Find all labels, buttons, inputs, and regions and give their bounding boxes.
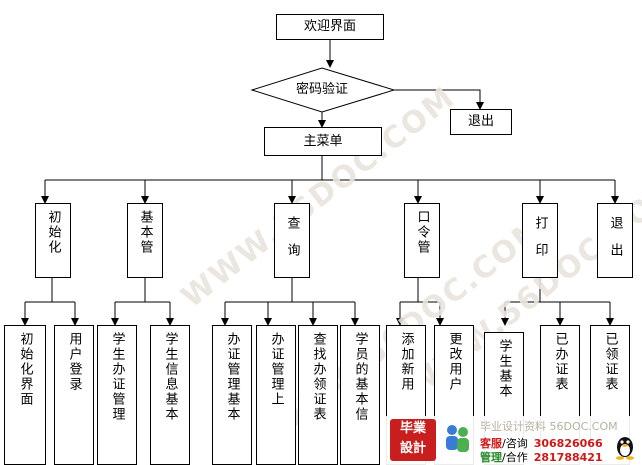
menu-print: 打印 bbox=[522, 203, 558, 278]
footer-site: 毕业设计资料 56DOC.COM bbox=[480, 420, 618, 433]
sub-student-cert-mgmt: 学生办证管理 bbox=[97, 325, 137, 465]
menu-query: 查询 bbox=[274, 203, 310, 278]
qq-penguin-icon bbox=[616, 437, 634, 460]
menu-quit: 退出 bbox=[597, 203, 633, 278]
sub-cert-mgmt-basic: 办证管理基本 bbox=[212, 325, 252, 465]
welcome-box: 欢迎界面 bbox=[276, 14, 384, 40]
sub-init-ui: 初始化界面 bbox=[4, 325, 46, 465]
arrow-check-to-exit bbox=[394, 89, 484, 110]
menu-basic: 基本管 bbox=[127, 203, 163, 278]
sub-user-login: 用户登录 bbox=[54, 325, 94, 465]
sub-student-basic-info: 学员的基本信 bbox=[340, 325, 380, 465]
menu-init: 初始化 bbox=[35, 203, 71, 278]
people-icon bbox=[446, 425, 469, 452]
sub-find-cert-table: 查找办领证表 bbox=[298, 325, 338, 465]
site-logo: 毕業 設計 bbox=[390, 419, 436, 461]
password-check-label: 密码验证 bbox=[295, 82, 348, 97]
main-menu-box: 主菜单 bbox=[264, 127, 382, 156]
sub-student-info: 学生信息基本 bbox=[150, 325, 190, 465]
sub-cert-mgmt-upper: 办证管理上 bbox=[256, 325, 296, 465]
menu-password: 口令管 bbox=[404, 203, 440, 278]
exit-box: 退出 bbox=[450, 109, 512, 135]
